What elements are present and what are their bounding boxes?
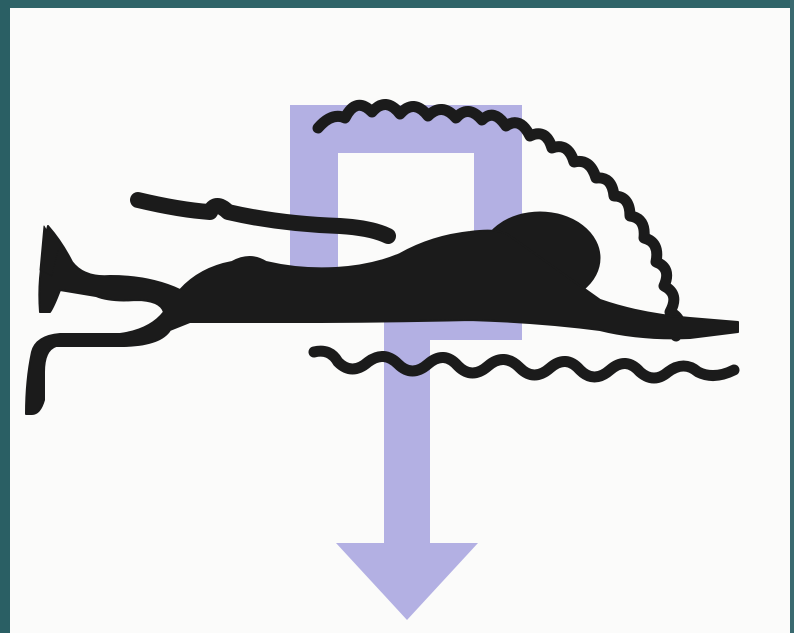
- water-wave-icon: [314, 351, 734, 378]
- swimmer-figure-icon: [26, 200, 738, 414]
